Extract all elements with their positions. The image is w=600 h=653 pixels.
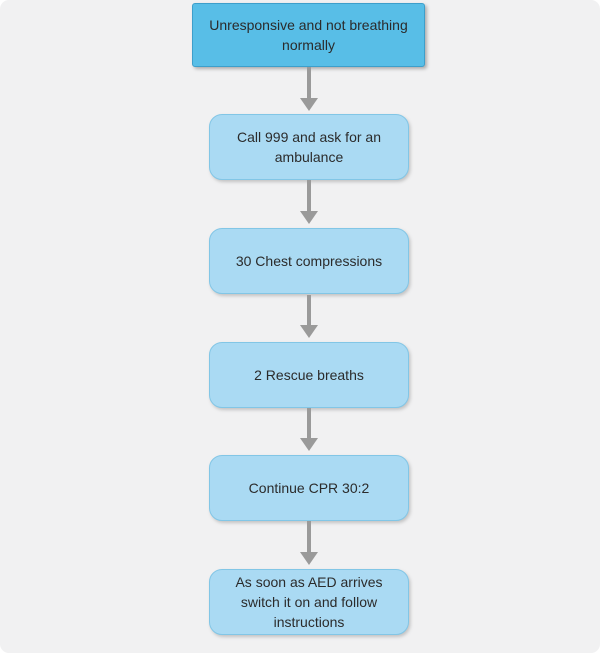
flow-arrow	[300, 408, 318, 451]
node-label: Unresponsive and not breathing normally	[209, 17, 408, 53]
flowchart-node-continue-cpr: Continue CPR 30:2	[209, 455, 409, 521]
arrow-head-icon	[300, 438, 318, 451]
node-label: 2 Rescue breaths	[254, 367, 364, 383]
arrow-head-icon	[300, 325, 318, 338]
node-label: 30 Chest compressions	[235, 253, 383, 269]
arrow-head-icon	[300, 98, 318, 111]
arrow-stem	[307, 521, 311, 552]
node-label: Call 999 and ask for an ambulance	[237, 129, 381, 165]
node-label: Continue CPR 30:2	[248, 480, 370, 496]
flow-arrow	[300, 67, 318, 111]
flowchart-node-chest-compressions: 30 Chest compressions	[209, 228, 409, 294]
arrow-stem	[307, 67, 311, 98]
arrow-head-icon	[300, 552, 318, 565]
arrow-stem	[307, 408, 311, 438]
flowchart-node-call-999: Call 999 and ask for an ambulance	[209, 114, 409, 180]
flow-arrow	[300, 521, 318, 565]
flowchart-node-rescue-breaths: 2 Rescue breaths	[209, 342, 409, 408]
arrow-head-icon	[300, 211, 318, 224]
node-label: As soon as AED arrives switch it on and …	[235, 574, 383, 630]
arrow-stem	[307, 180, 311, 211]
arrow-stem	[307, 295, 311, 325]
flow-arrow	[300, 180, 318, 224]
flowchart-node-aed: As soon as AED arrives switch it on and …	[209, 569, 409, 635]
flow-arrow	[300, 295, 318, 338]
flowchart-node-start: Unresponsive and not breathing normally	[192, 3, 425, 67]
